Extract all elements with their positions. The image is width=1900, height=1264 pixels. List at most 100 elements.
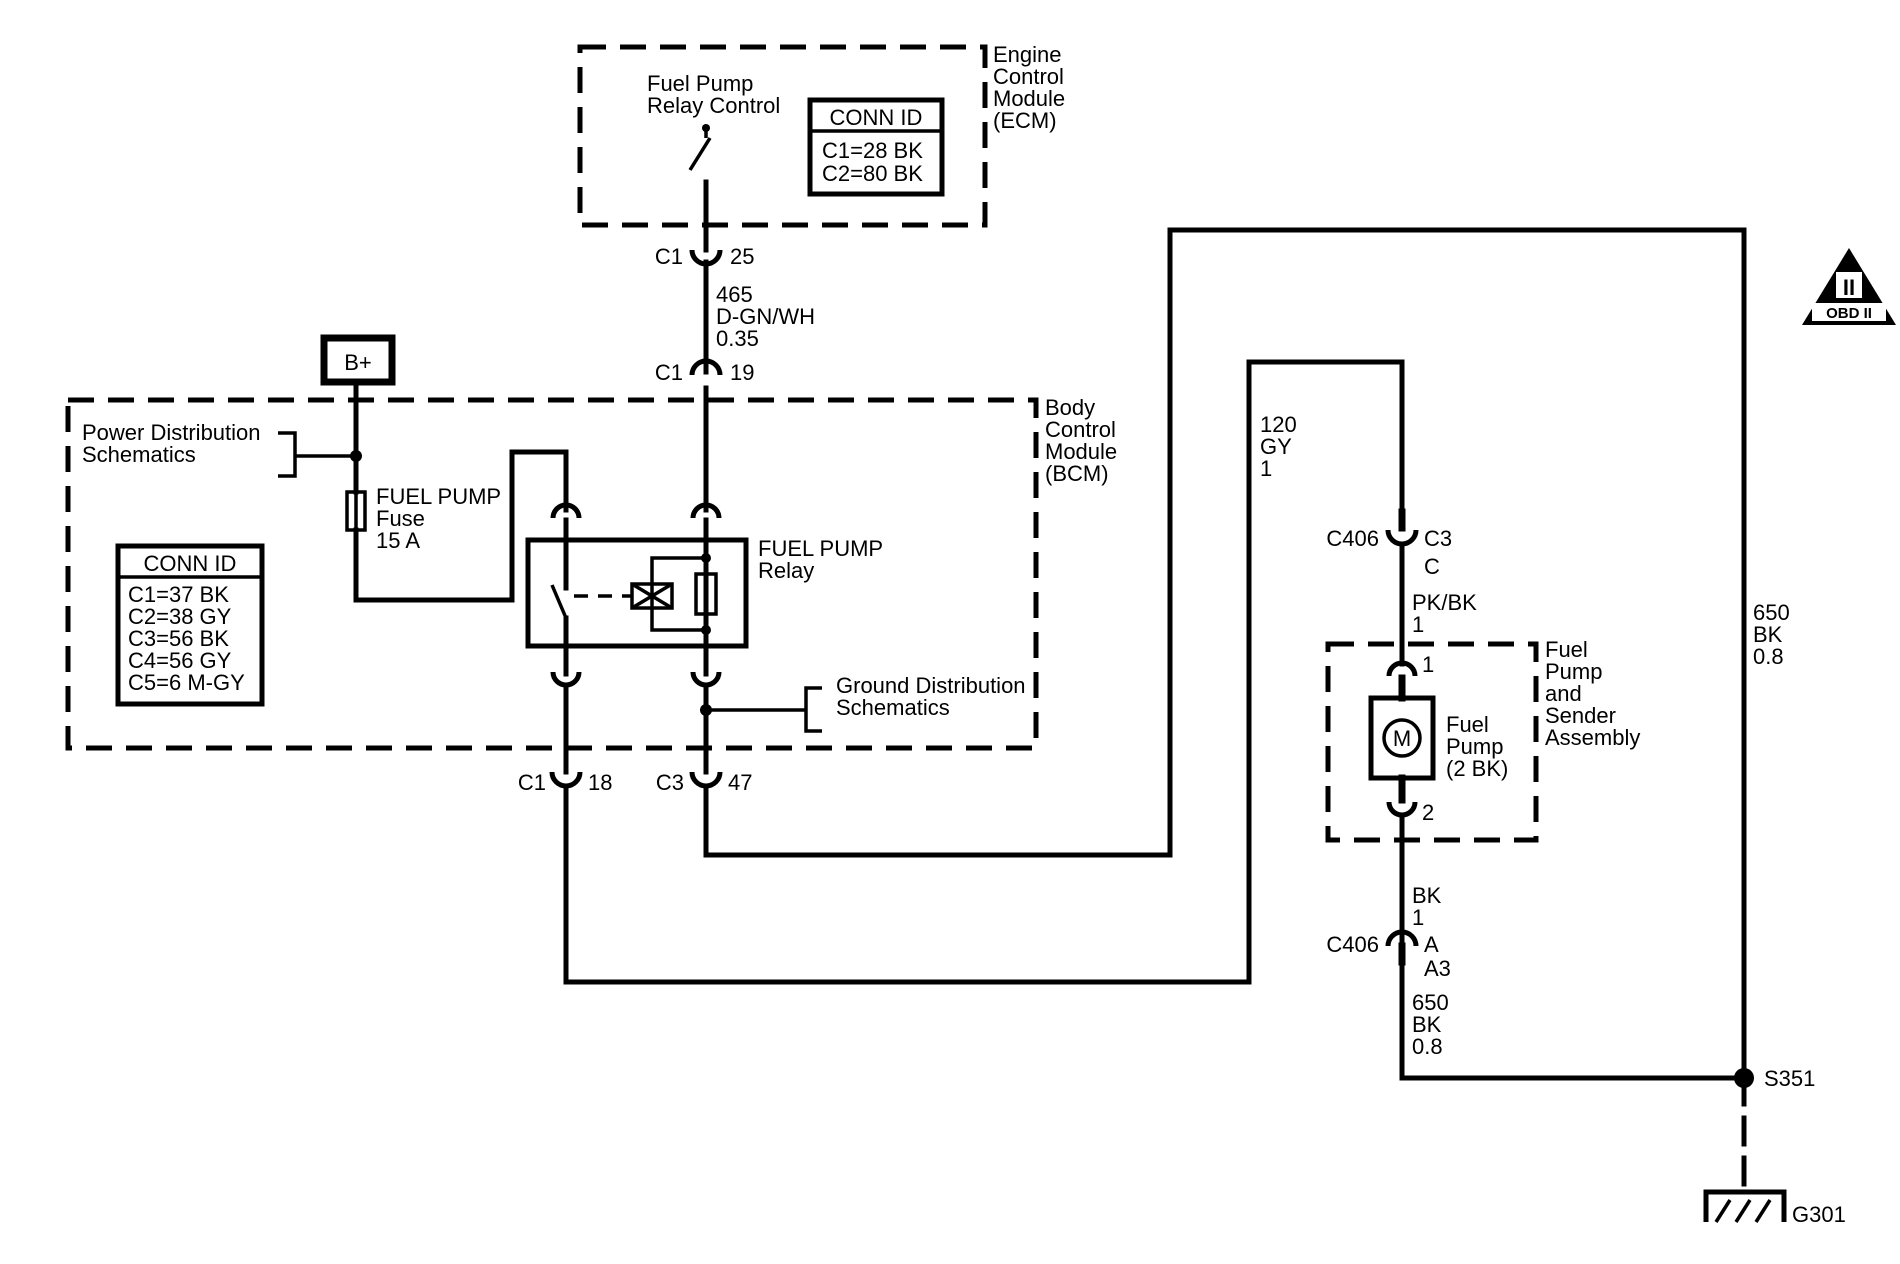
connector-c406-a: C406 A A3 xyxy=(1326,929,1451,981)
bcm-title-2: Control xyxy=(1045,417,1116,442)
wire-650-pump-size: 0.8 xyxy=(1412,1034,1443,1059)
bcm-boundary xyxy=(65,397,1039,751)
bcm-module: Body Control Module (BCM) Power Distribu… xyxy=(65,379,1117,751)
relay-control-switch-pivot xyxy=(702,124,710,132)
relay-coil-x2 xyxy=(631,582,673,610)
assembly-title-3: and xyxy=(1545,681,1582,706)
fuel-pump-sender-assembly: Fuel Pump and Sender Assembly 1 M 2 Fuel… xyxy=(1325,637,1640,843)
wire-bk-size: 1 xyxy=(1412,905,1424,930)
relay-control-switch-blade xyxy=(688,137,712,171)
obd-badge-numeral: II xyxy=(1843,275,1855,300)
ecm-conn-id-row-2: C2=80 BK xyxy=(822,161,923,186)
power-distribution-bracket xyxy=(278,431,297,478)
ecm-conn-id-row-1: C1=28 BK xyxy=(822,138,923,163)
wire-465-color: D-GN/WH xyxy=(716,304,815,329)
assembly-title-4: Sender xyxy=(1545,703,1616,728)
ecm-conn-id-table xyxy=(807,97,945,197)
obd-badge-window xyxy=(1836,272,1862,298)
fuel-pump-relay xyxy=(525,537,749,649)
ground-label: G301 xyxy=(1792,1202,1846,1227)
wire-120-circuit: 120 xyxy=(1260,412,1297,437)
connector-c406-c3: C406 C3 C xyxy=(1326,508,1452,579)
bcm-conn-id-header: CONN ID xyxy=(144,551,237,576)
pin-label: 19 xyxy=(730,360,754,385)
bcm-conn-id-table xyxy=(115,543,265,707)
connector-label: C1 xyxy=(655,360,683,385)
wire-120-size: 1 xyxy=(1260,456,1272,481)
assembly-title-2: Pump xyxy=(1545,659,1602,684)
relay-coil-loop xyxy=(650,556,706,632)
assembly-title-1: Fuel xyxy=(1545,637,1588,662)
relay-label-2: Relay xyxy=(758,558,814,583)
ecm-module: Engine Control Module (ECM) Fuel Pump Re… xyxy=(577,42,1065,253)
fuse-label-2: Fuse xyxy=(376,506,425,531)
bcm-conn-id-row-4: C4=56 GY xyxy=(128,648,232,673)
fused-feed-wire xyxy=(353,449,569,603)
obd-badge-text: OBD II xyxy=(1826,305,1872,322)
wire-pk-bk-size: 1 xyxy=(1412,612,1424,637)
bcm-conn-id-row-5: C5=6 M-GY xyxy=(128,670,245,695)
fuel-pump-assembly-boundary xyxy=(1325,641,1539,843)
fuel-pump-motor-symbol: M xyxy=(1393,726,1411,751)
wire-650-pump-color: BK xyxy=(1412,1012,1442,1037)
ground-distribution-label-2: Schematics xyxy=(836,695,950,720)
ground-hatch-1 xyxy=(1714,1199,1732,1223)
ground-hatch-3 xyxy=(1754,1199,1772,1223)
ecm-title-3: Module xyxy=(993,86,1065,111)
obd-ii-badge: II OBD II xyxy=(1802,248,1896,325)
fuse-label-1: FUEL PUMP xyxy=(376,484,501,509)
pin-label: C3 xyxy=(1424,526,1452,551)
obd-badge-text-bg xyxy=(1812,303,1886,321)
bcm-title-1: Body xyxy=(1045,395,1095,420)
wire-650-pump-circuit: 650 xyxy=(1412,990,1449,1015)
assembly-title-5: Assembly xyxy=(1545,725,1640,750)
pin-label: 25 xyxy=(730,244,754,269)
bcm-conn-id-row-1: C1=37 BK xyxy=(128,582,229,607)
pump-label-2: Pump xyxy=(1446,734,1503,759)
cavity-label: A3 xyxy=(1424,956,1451,981)
ecm-title-2: Control xyxy=(993,64,1064,89)
wire-650-return-color: BK xyxy=(1753,622,1783,647)
battery-positive-label: B+ xyxy=(344,350,372,375)
pump-label-1: Fuel xyxy=(1446,712,1489,737)
relay-switch-blade xyxy=(550,584,568,619)
bcm-title-3: Module xyxy=(1045,439,1117,464)
ground-distribution-label-1: Ground Distribution xyxy=(836,673,1026,698)
pin-label: 47 xyxy=(728,770,752,795)
pump-pin-1-label: 1 xyxy=(1422,652,1434,677)
relay-control-label-1: Fuel Pump xyxy=(647,71,753,96)
fuel-pump-motor-circle xyxy=(1382,718,1422,758)
pump-pin-2-label: 2 xyxy=(1422,800,1434,825)
pump-label-3: (2 BK) xyxy=(1446,756,1508,781)
power-distribution-label-2: Schematics xyxy=(82,442,196,467)
connector-label: C406 xyxy=(1326,526,1379,551)
wire-650-pump-ground xyxy=(1399,959,1747,1081)
ecm-conn-id-header: CONN ID xyxy=(830,105,923,130)
connector-cup xyxy=(689,358,723,376)
relay-control-label-2: Relay Control xyxy=(647,93,780,118)
relay-suppression-resistor xyxy=(694,572,718,616)
wire-465-circuit: 465 xyxy=(716,282,753,307)
power-distribution-label-1: Power Distribution xyxy=(82,420,261,445)
pin-label: 18 xyxy=(588,770,612,795)
connector-bcm-c1-19: C1 19 xyxy=(655,358,754,385)
ecm-boundary xyxy=(577,44,988,228)
connector-label: C1 xyxy=(655,244,683,269)
ground-g301: G301 xyxy=(1703,1189,1846,1227)
pump-pin-1-cup xyxy=(1386,660,1418,677)
fuse-label-3: 15 A xyxy=(376,528,420,553)
wire-650-ground-return xyxy=(703,227,1747,1081)
ground-symbol-frame xyxy=(1703,1189,1787,1222)
pin-label: A xyxy=(1424,932,1439,957)
connector-label: C3 xyxy=(656,770,684,795)
wire-465-size: 0.35 xyxy=(716,326,759,351)
ecm-title-1: Engine xyxy=(993,42,1062,67)
connector-label: C1 xyxy=(518,770,546,795)
splice-label: S351 xyxy=(1764,1066,1815,1091)
ecm-title-4: (ECM) xyxy=(993,108,1057,133)
connector-cup xyxy=(1385,929,1419,947)
ground-hatch-2 xyxy=(1734,1199,1752,1223)
relay-label-1: FUEL PUMP xyxy=(758,536,883,561)
battery-feed-junction xyxy=(350,450,362,462)
